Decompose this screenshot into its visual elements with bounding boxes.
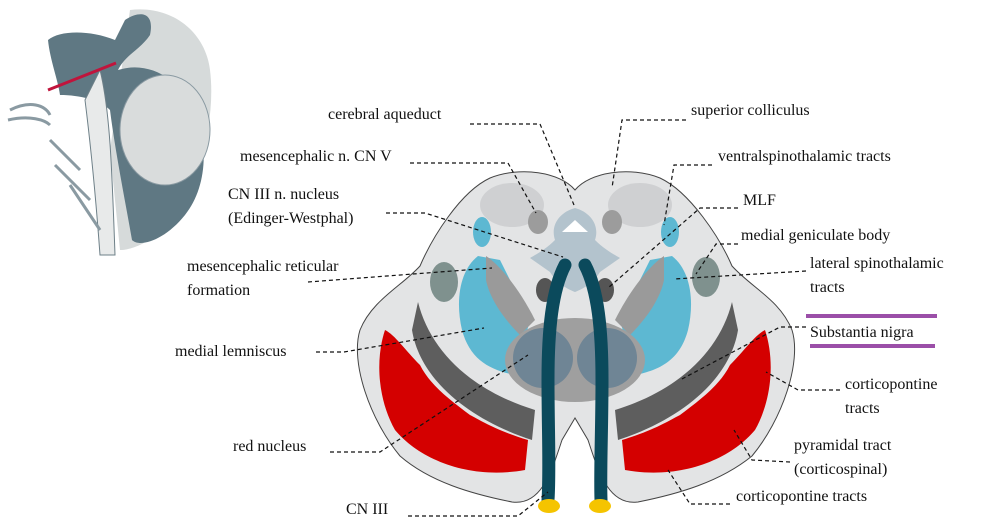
- substantia-nigra-left: [412, 302, 535, 440]
- label-lateral-spino-1: lateral spinothalamic: [810, 255, 944, 272]
- ventral-spinothalamic-right: [661, 217, 679, 247]
- inset-brainstem: [84, 68, 116, 256]
- label-pyramidal-1: pyramidal tract: [794, 437, 892, 454]
- leader-lateral-spinothalamic: [673, 270, 807, 280]
- label-medial-lemniscus: medial lemniscus: [175, 343, 287, 360]
- label-edinger-westphal: (Edinger-Westphal): [228, 210, 353, 227]
- nerve-end-right: [589, 499, 611, 513]
- medial-geniculate-left: [430, 262, 458, 302]
- label-corticopontine-r-1: corticopontine: [845, 376, 937, 393]
- oculomotor-nerve-left: [541, 258, 572, 507]
- pyramidal-tract-right: [622, 330, 771, 473]
- substantia-nigra-right: [615, 302, 738, 440]
- label-ventralspinothalamic: ventralspinothalamic tracts: [718, 148, 891, 165]
- superior-colliculus-right: [608, 183, 672, 227]
- label-corticopontine-r-2: tracts: [845, 400, 880, 417]
- label-cn3-nucleus: CN III n. nucleus: [228, 186, 339, 203]
- label-pyramidal-2: (corticospinal): [794, 461, 887, 478]
- leader-cerebral-aqueduct: [470, 123, 575, 206]
- labels: cerebral aqueduct superior colliculus me…: [175, 102, 944, 518]
- sagittal-brain-inset: [7, 9, 212, 256]
- leader-medial-geniculate: [695, 243, 738, 275]
- cerebral-aqueduct-shape: [562, 220, 588, 232]
- label-medial-geniculate: medial geniculate body: [741, 227, 890, 244]
- label-corticopontine-bottom: corticopontine tracts: [736, 488, 867, 505]
- label-superior-colliculus: superior colliculus: [691, 102, 810, 119]
- label-reticular-1: mesencephalic reticular: [187, 258, 339, 275]
- label-substantia-nigra: Substantia nigra: [810, 324, 914, 341]
- pyramidal-tract-left: [379, 330, 528, 473]
- label-cn3: CN III: [346, 501, 388, 518]
- oculomotor-nerve-right: [578, 258, 609, 507]
- reticular-formation-left: [486, 256, 535, 335]
- inset-spinal-nerves: [7, 103, 102, 231]
- leader-corticopontine-right: [765, 371, 840, 391]
- leader-superior-colliculus: [611, 119, 686, 189]
- leader-pyramidal: [733, 429, 791, 463]
- leader-medial-lemniscus: [316, 327, 485, 353]
- label-mesencephalic-n-cn-v: mesencephalic n. CN V: [240, 148, 392, 165]
- leader-red-nucleus: [330, 354, 529, 453]
- leader-cn3-nucleus: [386, 212, 564, 258]
- nerve-end-left: [538, 499, 560, 513]
- label-reticular-2: formation: [187, 282, 250, 299]
- leader-ventralspinothalamic: [663, 164, 712, 226]
- ventral-spinothalamic-left: [473, 217, 491, 247]
- label-red-nucleus: red nucleus: [233, 438, 306, 455]
- leader-substantia-nigra: [679, 326, 806, 381]
- label-lateral-spino-2: tracts: [810, 279, 845, 296]
- reticular-formation-right: [615, 256, 664, 335]
- midbrain-cross-section: [356, 171, 796, 513]
- leader-mesencephalic-n: [410, 162, 537, 214]
- leader-lines: [307, 119, 840, 517]
- mesencephalic-nucleus-left: [528, 210, 548, 234]
- label-cerebral-aqueduct: cerebral aqueduct: [328, 106, 442, 123]
- periaqueductal-gray: [530, 208, 620, 292]
- leader-corticopontine-bottom: [667, 469, 730, 505]
- section-plane-line: [47, 61, 117, 92]
- leader-mlf: [607, 207, 738, 289]
- leader-cn3: [408, 491, 549, 517]
- inset-cerebellum: [119, 74, 211, 186]
- label-mlf: MLF: [743, 192, 776, 209]
- mesencephalic-nucleus-right: [602, 210, 622, 234]
- leader-reticular: [307, 267, 493, 283]
- superior-colliculus-left: [480, 183, 544, 227]
